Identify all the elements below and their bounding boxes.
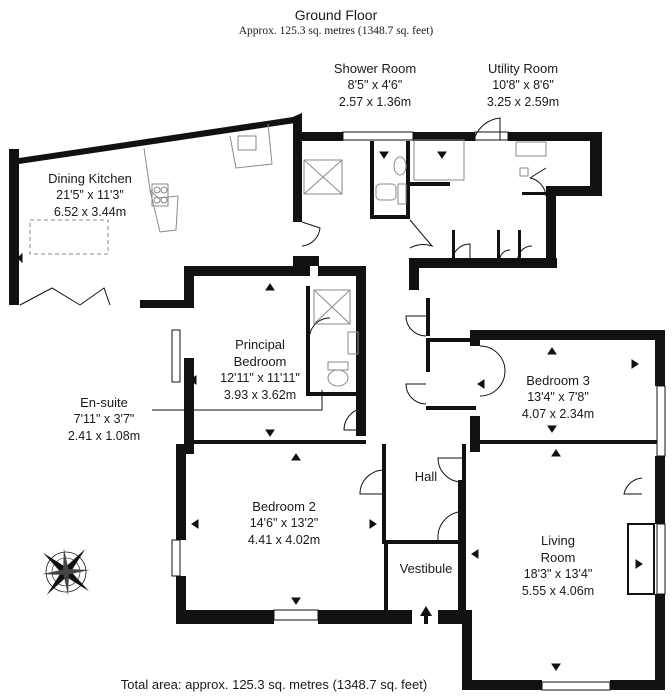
room-name: Principal	[235, 337, 285, 352]
windows	[171, 131, 666, 691]
room-name: Living	[541, 533, 575, 548]
ensuite-leader-line	[152, 390, 323, 411]
room-metric: 4.07 x 2.34m	[521, 407, 595, 421]
room-name: Dining Kitchen	[48, 171, 132, 186]
area-label-hall: Hall	[404, 468, 448, 485]
kitchen-top-wall	[9, 113, 302, 164]
room-label-utility-room: Utility Room 10'8" x 8'6" 3.25 x 2.59m	[473, 60, 573, 111]
room-imperial: 8'5" x 4'6"	[347, 78, 403, 92]
room-name: Bedroom 2	[252, 499, 316, 514]
room-imperial: 18'3" x 13'4"	[523, 567, 593, 581]
room-label-en-suite: En-suite 7'11" x 3'7" 2.41 x 1.08m	[56, 394, 152, 445]
room-imperial: 21'5" x 11'3"	[56, 188, 124, 202]
compass-rose-icon	[42, 548, 90, 596]
room-imperial: 10'8" x 8'6"	[492, 78, 554, 92]
ensuite-toilet	[327, 369, 349, 387]
room-metric: 2.57 x 1.36m	[338, 95, 412, 109]
room-imperial: 13'4" x 7'8"	[527, 390, 589, 404]
room-label-principal-bedroom: Principal Bedroom 12'11" x 11'11" 3.93 x…	[210, 336, 310, 404]
room-imperial: 7'11" x 3'7"	[73, 412, 135, 426]
outer-walls	[9, 113, 665, 690]
page-subtitle: Approx. 125.3 sq. metres (1348.7 sq. fee…	[238, 25, 434, 37]
room-metric: 3.25 x 2.59m	[486, 95, 560, 109]
page-title: Ground Floor	[294, 7, 378, 23]
room-name-line2: Room	[540, 550, 576, 565]
inner-walls	[186, 141, 658, 612]
room-metric: 5.55 x 4.06m	[521, 584, 595, 598]
room-name: Bedroom 3	[526, 373, 590, 388]
area-label-vestibule: Vestibule	[394, 560, 458, 577]
kitchen-island	[29, 219, 109, 255]
dimension-markers	[17, 151, 643, 671]
room-metric: 4.41 x 4.02m	[247, 533, 321, 547]
door-swings	[19, 117, 643, 541]
room-metric: 2.41 x 1.08m	[67, 429, 141, 443]
room-label-bedroom-2: Bedroom 2 14'6" x 13'2" 4.41 x 4.02m	[234, 498, 334, 549]
room-label-living-room: Living Room 18'3" x 13'4" 5.55 x 4.06m	[508, 532, 608, 600]
fixtures	[29, 123, 547, 387]
room-name: Shower Room	[333, 61, 417, 76]
room-label-dining-kitchen: Dining Kitchen 21'5" x 11'3" 6.52 x 3.44…	[30, 170, 150, 221]
room-imperial: 14'6" x 13'2"	[249, 516, 319, 530]
vestibule-name: Vestibule	[399, 561, 453, 576]
room-metric: 3.93 x 3.62m	[223, 388, 297, 402]
room-name: Utility Room	[487, 61, 559, 76]
toilet-icon	[375, 183, 397, 201]
hob-icon	[151, 183, 169, 207]
room-label-bedroom-3: Bedroom 3 13'4" x 7'8" 4.07 x 2.34m	[508, 372, 608, 423]
entrance-arrow-icon	[420, 606, 432, 624]
kitchen-worktop	[143, 123, 273, 233]
shower-tray	[303, 159, 343, 195]
total-area: Total area: approx. 125.3 sq. metres (13…	[120, 677, 428, 692]
room-metric: 6.52 x 3.44m	[53, 205, 127, 219]
kitchen-left-wall	[9, 149, 19, 305]
sink-icon	[237, 135, 257, 151]
hall-name: Hall	[414, 469, 438, 484]
room-name-line2: Bedroom	[233, 354, 287, 369]
ensuite-shower	[313, 289, 351, 325]
room-name: En-suite	[80, 395, 128, 410]
ensuite-basin	[347, 331, 359, 355]
room-label-shower-room: Shower Room 8'5" x 4'6" 2.57 x 1.36m	[325, 60, 425, 111]
room-imperial: 12'11" x 11'11"	[220, 371, 300, 385]
